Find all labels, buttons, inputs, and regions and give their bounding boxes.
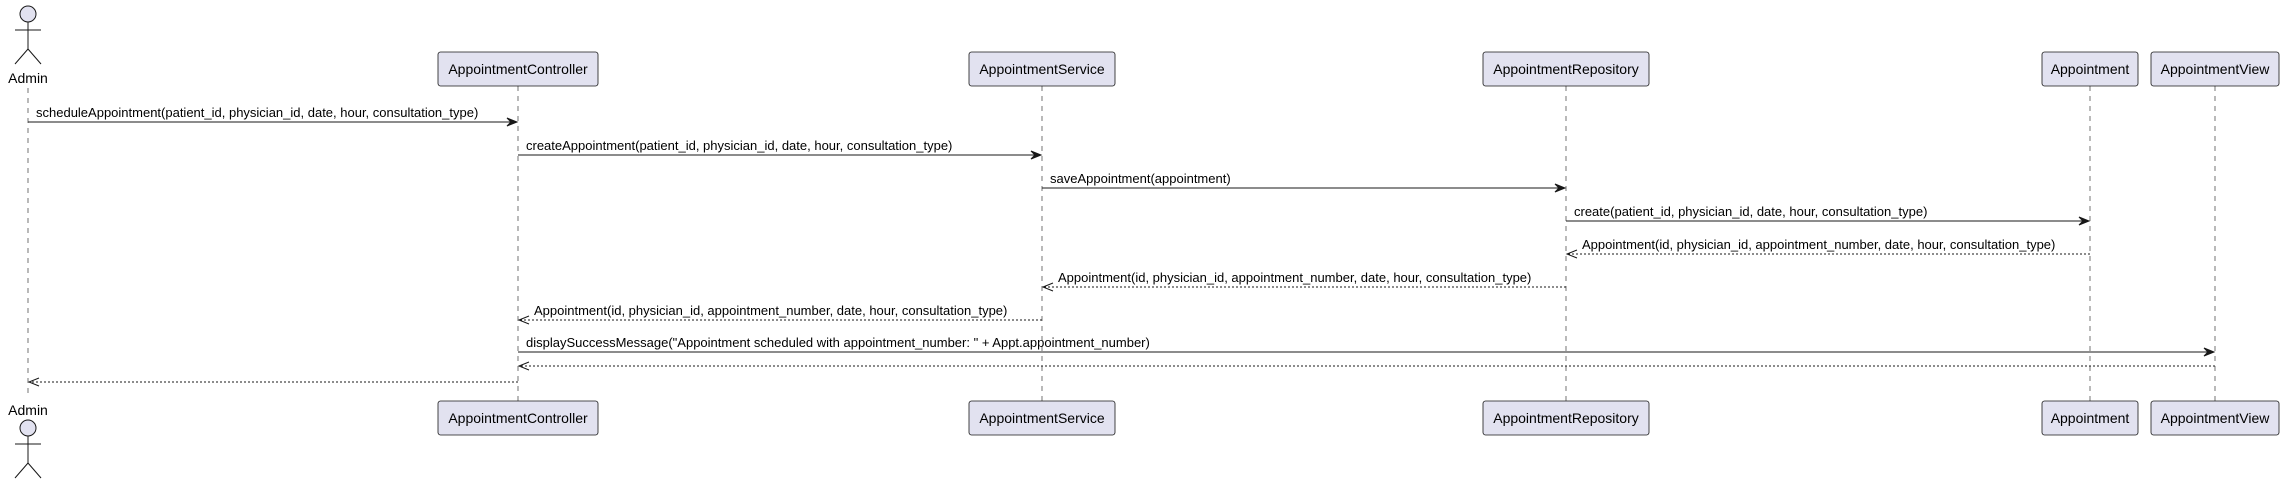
message-10 [27,377,518,387]
message-5: Appointment(id, physician_id, appointmen… [1565,237,2090,259]
participant-label: AppointmentRepository [1493,61,1639,77]
message-9 [517,361,2215,371]
participant-box [2041,51,2139,87]
participant-box [968,400,1116,436]
participant-service-top: AppointmentService [968,51,1116,87]
participant-label: AppointmentService [979,410,1105,426]
participant-label: Appointment [2051,410,2130,426]
participant-repository-top: AppointmentRepository [1482,51,1650,87]
participant-box [437,51,599,87]
message-7: Appointment(id, physician_id, appointmen… [517,303,1042,325]
participant-controller-top: AppointmentController [437,51,599,87]
actor-leg-right [27,48,42,65]
participant-label: AppointmentController [448,410,588,426]
participant-label: AppointmentRepository [1493,410,1639,426]
message-label: displaySuccessMessage("Appointment sched… [526,335,1150,350]
participant-box [968,51,1116,87]
participant-box [2150,51,2280,87]
open-arrowhead [517,315,530,325]
participant-appointment-top: Appointment [2041,51,2139,87]
actor-label-bottom: Admin [8,402,48,418]
actor-figure-bottom [14,419,42,479]
message-label: create(patient_id, physician_id, date, h… [1574,204,1927,219]
actor-label-top: Admin [8,70,48,86]
message-8: displaySuccessMessage("Appointment sched… [518,335,2216,357]
message-3: saveAppointment(appointment) [1042,171,1567,193]
actor-leg-left [14,462,29,479]
participant-controller-bottom: AppointmentController [437,400,599,436]
message-2: createAppointment(patient_id, physician_… [518,138,1043,160]
participant-appointment-bottom: Appointment [2041,400,2139,436]
actor-head [19,419,37,437]
participant-label: AppointmentView [2161,410,2271,426]
participant-box [2041,400,2139,436]
filled-arrowhead [1554,183,1567,193]
message-label: Appointment(id, physician_id, appointmen… [534,303,1007,318]
message-label: Appointment(id, physician_id, appointmen… [1058,270,1531,285]
participant-box [1482,51,1650,87]
participant-label: AppointmentController [448,61,588,77]
open-arrowhead [1565,249,1578,259]
participant-label: AppointmentView [2161,61,2271,77]
open-arrowhead [517,361,530,371]
message-label: createAppointment(patient_id, physician_… [526,138,952,153]
actor-head [19,5,37,23]
filled-arrowhead [1030,150,1043,160]
participant-label: Appointment [2051,61,2130,77]
message-6: Appointment(id, physician_id, appointmen… [1041,270,1566,292]
filled-arrowhead [2078,216,2091,226]
open-arrowhead [1041,282,1054,292]
participant-view-bottom: AppointmentView [2150,400,2280,436]
actor-leg-left [14,48,29,65]
message-label: scheduleAppointment(patient_id, physicia… [36,105,478,120]
message-label: Appointment(id, physician_id, appointmen… [1582,237,2055,252]
participant-repository-bottom: AppointmentRepository [1482,400,1650,436]
filled-arrowhead [506,117,519,127]
filled-arrowhead [2203,347,2216,357]
message-label: saveAppointment(appointment) [1050,171,1231,186]
actor-figure-top [14,5,42,65]
participant-box [1482,400,1650,436]
participant-label: AppointmentService [979,61,1105,77]
participant-box [437,400,599,436]
participant-box [2150,400,2280,436]
message-4: create(patient_id, physician_id, date, h… [1566,204,2091,226]
message-1: scheduleAppointment(patient_id, physicia… [28,105,519,127]
actor-leg-right [27,462,42,479]
participant-view-top: AppointmentView [2150,51,2280,87]
participant-service-bottom: AppointmentService [968,400,1116,436]
open-arrowhead [27,377,40,387]
